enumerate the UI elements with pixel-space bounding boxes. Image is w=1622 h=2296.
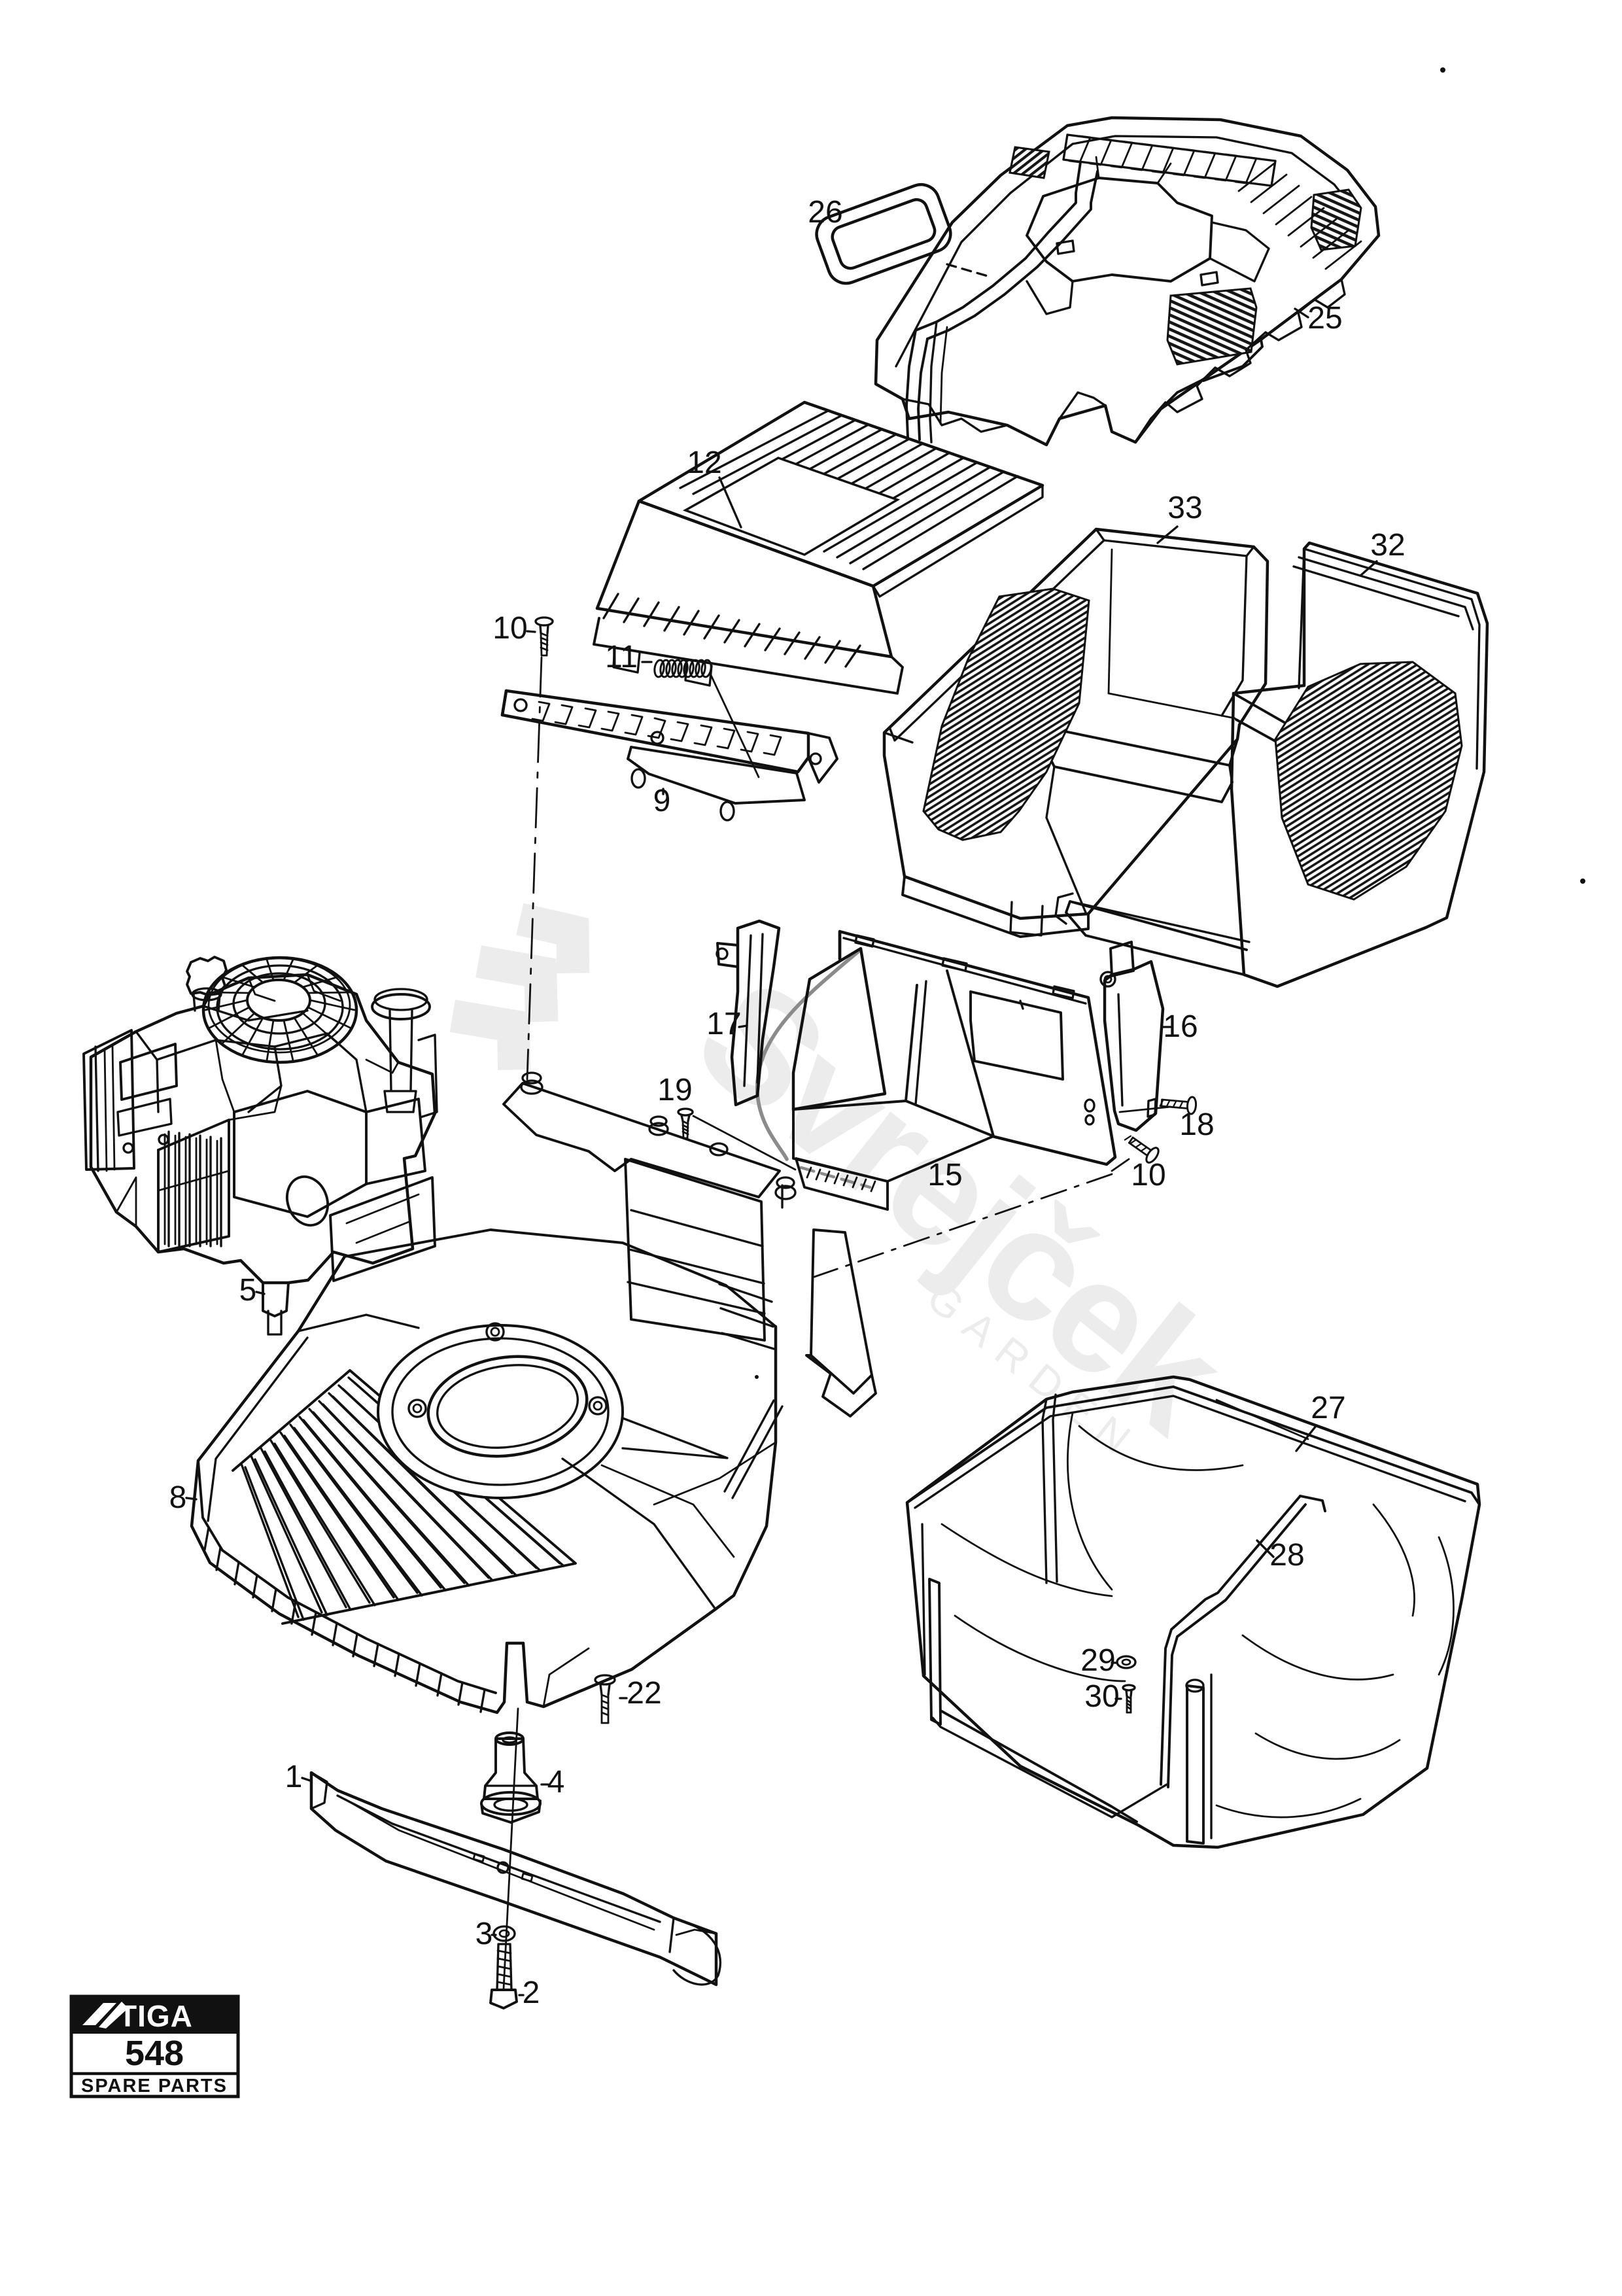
svg-text:10: 10 <box>1131 1158 1165 1192</box>
svg-text:19: 19 <box>657 1073 692 1107</box>
svg-text:33: 33 <box>1167 491 1202 525</box>
svg-text:5: 5 <box>239 1273 257 1308</box>
svg-text:29: 29 <box>1080 1643 1115 1678</box>
svg-text:9: 9 <box>653 784 671 818</box>
svg-text:26: 26 <box>808 195 842 230</box>
svg-text:28: 28 <box>1269 1538 1304 1573</box>
svg-text:548: 548 <box>125 2034 184 2073</box>
svg-text:27: 27 <box>1311 1391 1345 1425</box>
svg-text:3: 3 <box>475 1917 493 1951</box>
svg-text:18: 18 <box>1179 1107 1214 1142</box>
svg-text:10: 10 <box>492 611 527 646</box>
svg-text:12: 12 <box>687 445 721 480</box>
svg-text:8: 8 <box>169 1480 187 1515</box>
svg-text:15: 15 <box>927 1158 962 1192</box>
svg-text:TIGA: TIGA <box>118 1999 193 2033</box>
svg-text:1: 1 <box>285 1760 303 1794</box>
svg-text:30: 30 <box>1084 1679 1119 1714</box>
svg-text:32: 32 <box>1370 528 1405 563</box>
svg-text:2: 2 <box>523 1975 540 2010</box>
svg-text:22: 22 <box>627 1676 661 1711</box>
svg-text:11: 11 <box>605 640 638 674</box>
svg-text:SPARE PARTS: SPARE PARTS <box>81 2076 228 2096</box>
svg-text:4: 4 <box>547 1765 565 1800</box>
svg-text:17: 17 <box>706 1007 741 1041</box>
svg-text:25: 25 <box>1307 301 1342 336</box>
